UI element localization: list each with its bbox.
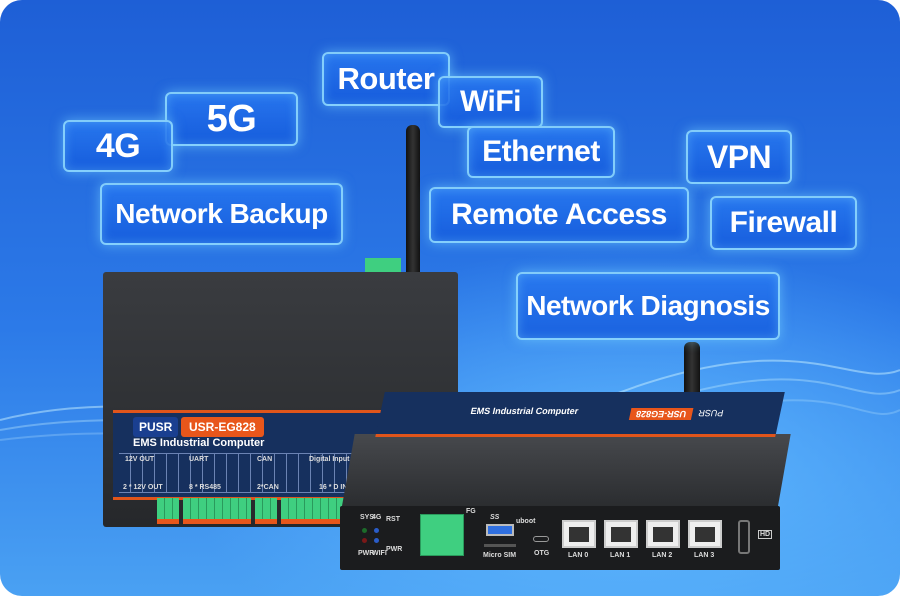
lan0-port[interactable] [562,520,596,548]
terminal-block [255,498,277,524]
section-uart: UART [189,456,209,463]
sim-slot[interactable] [484,544,516,547]
pwr-led [362,538,367,543]
note-12v: 2 * 12V OUT [123,484,163,491]
front-label-band: USR-EG828 PUSR EMS Industrial Computer [375,392,785,437]
front-panel: SYS 4G PWR WIFI RST PWR FG SS uboot Micr… [340,506,780,570]
terminal-block [183,498,251,524]
sim-label: Micro SIM [483,552,517,559]
lan2-port[interactable] [646,520,680,548]
note-rs485: 8 * RS485 [189,484,221,491]
section-can: CAN [257,456,273,463]
feature-network-diagnosis: Network Diagnosis [516,272,780,340]
feature-5g: 5G [165,92,298,146]
feature-vpn: VPN [686,130,792,184]
uboot-button[interactable]: uboot [516,518,536,525]
feature-wifi: WiFi [438,76,543,128]
hdmi-port[interactable] [738,520,750,554]
usb-port[interactable] [486,524,514,536]
power-button[interactable]: PWR [386,546,403,553]
section-12v-out: 12V OUT [125,456,155,463]
otg-label: OTG [534,550,550,557]
antenna-right [684,342,700,402]
feature-firewall: Firewall [710,196,857,250]
feature-router: Router [322,52,450,106]
usb3-label: SS [490,514,500,521]
note-can: 2*CAN [257,484,279,491]
model-badge: USR-EG828 [181,417,264,437]
section-digital-input: Digital Input [309,456,350,463]
wifi-label: WIFI [372,550,387,557]
lan2-label: LAN 2 [652,552,673,559]
4g-label: 4G [372,514,382,521]
feature-network-backup: Network Backup [100,183,343,245]
device-eg828-front-unit: USR-EG828 PUSR EMS Industrial Computer S… [340,392,791,582]
top-terminal [365,258,401,272]
reset-button[interactable]: RST [386,516,400,523]
wifi-led [374,538,379,543]
device-body [342,434,791,506]
feature-remote-access: Remote Access [429,187,689,243]
lan3-label: LAN 3 [694,552,715,559]
lan3-port[interactable] [688,520,722,548]
power-terminal-block [420,514,464,556]
feature-4g: 4G [63,120,173,172]
4g-led [374,528,379,533]
fg-label: FG [466,508,476,515]
sys-led [362,528,367,533]
otg-port[interactable] [533,536,549,542]
terminal-block [281,498,351,524]
pwr-label: PWR [358,550,375,557]
pusr-logo: PUSR [133,417,179,437]
sys-label: SYS [360,514,375,521]
note-din: 16 * D IN [319,484,348,491]
terminal-block [157,498,179,524]
device-subtitle: EMS Industrial Computer [133,437,265,449]
lan1-port[interactable] [604,520,638,548]
pusr-logo: PUSR [697,408,725,418]
lan1-label: LAN 1 [610,552,631,559]
lan0-label: LAN 0 [568,552,589,559]
device-subtitle: EMS Industrial Computer [469,406,580,416]
model-badge: USR-EG828 [628,408,694,420]
feature-ethernet: Ethernet [467,126,615,178]
hdmi-label: HD [758,530,773,539]
